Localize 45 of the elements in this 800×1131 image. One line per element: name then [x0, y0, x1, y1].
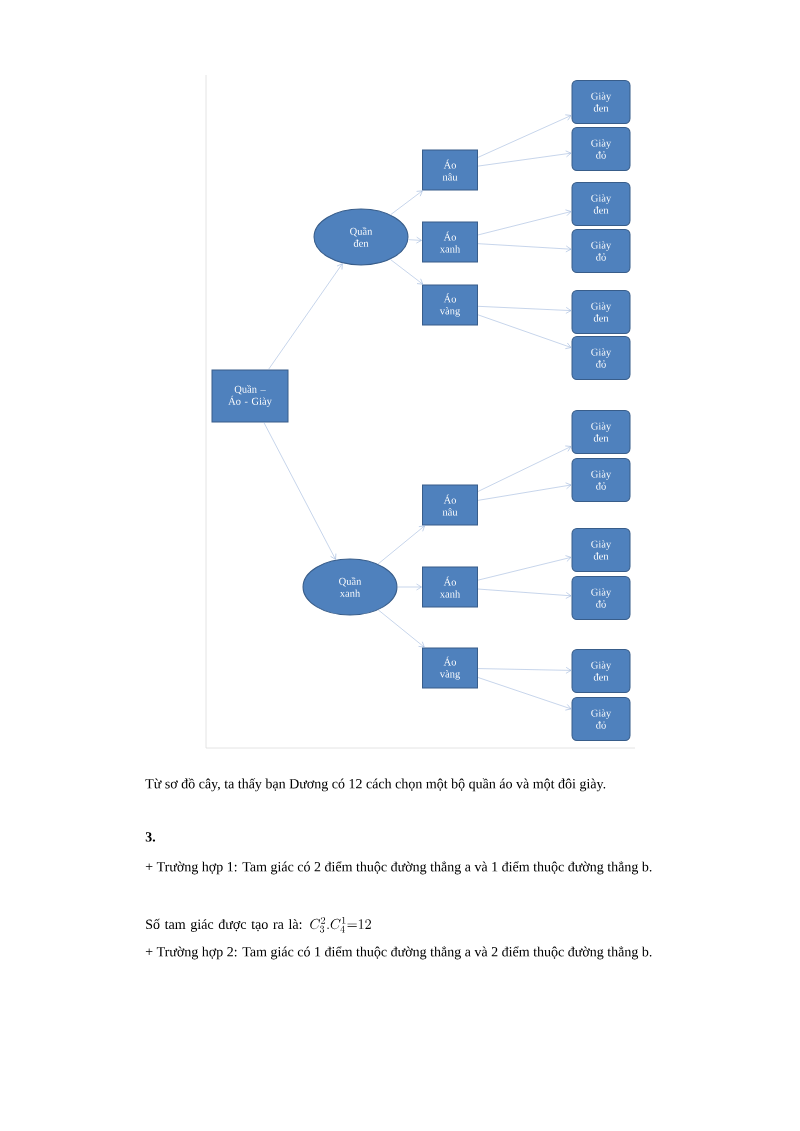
shoe-box: Giày đen: [571, 182, 631, 226]
shirt-box: Áo vàng: [422, 647, 478, 689]
shoe-box: Giày đen: [571, 80, 631, 124]
arrow: [390, 190, 423, 215]
arrow: [377, 525, 425, 565]
arrow: [477, 306, 572, 314]
shoe-box: Giày đen: [571, 410, 631, 454]
arrow: [477, 445, 572, 492]
paragraph: Từ sơ đồ cây, ta thấy bạn Dương có 12 cách chọn một bộ quần áo và một đôi giày.: [145, 778, 606, 792]
arrow: [378, 609, 425, 648]
section-number: 3.: [145, 832, 156, 842]
arrow: [477, 677, 572, 711]
arrow: [477, 209, 572, 236]
arrow: [477, 114, 572, 158]
arrow: [477, 588, 572, 599]
shirt-box: Áo nâu: [422, 149, 478, 191]
paragraph: + Trường hợp 2: Tam giác có 1 điểm thuộc đường thẳng a và 2 điểm thuộc đường thẳng b.: [145, 946, 652, 960]
text-line: Số tam giác được tạo ra là:: [146, 918, 302, 932]
arrow: [408, 236, 422, 244]
arrow: [263, 422, 337, 560]
paragraph: + Trường hợp 1: Tam giác có 2 điểm thuộc đường thẳng a và 1 điểm thuộc đường thẳng b.: [145, 861, 652, 875]
shoe-box: Giày đỏ: [571, 458, 631, 502]
shoe-box: Giày đen: [571, 290, 631, 334]
arrow: [477, 243, 572, 253]
arrow: [477, 555, 572, 581]
shirt-box: Áo nâu: [422, 484, 478, 526]
arrow: [477, 150, 572, 167]
arrow: [397, 583, 422, 591]
shoe-box: Giày đỏ: [571, 697, 631, 741]
arrow: [477, 482, 572, 501]
shirt-box: Áo vàng: [422, 284, 478, 326]
shoe-box: Giày đỏ: [571, 576, 631, 620]
shirt-box: Áo xanh: [422, 221, 478, 263]
shoe-box: Giày đỏ: [571, 336, 631, 380]
shoe-box: Giày đỏ: [571, 127, 631, 171]
shirt-box: Áo xanh: [422, 566, 478, 608]
arrow: [477, 667, 572, 674]
shoe-box: Giày đen: [571, 528, 631, 572]
root-box: Quần – Áo - Giày: [211, 369, 289, 423]
shoe-box: Giày đỏ: [571, 229, 631, 273]
arrow: [390, 259, 424, 285]
arrow: [268, 263, 343, 370]
shoe-box: Giày đen: [571, 649, 631, 693]
arrow: [477, 314, 572, 349]
formula: $C_{3}^{2}.C_{4}^{1}{=}12$: [310, 917, 371, 933]
